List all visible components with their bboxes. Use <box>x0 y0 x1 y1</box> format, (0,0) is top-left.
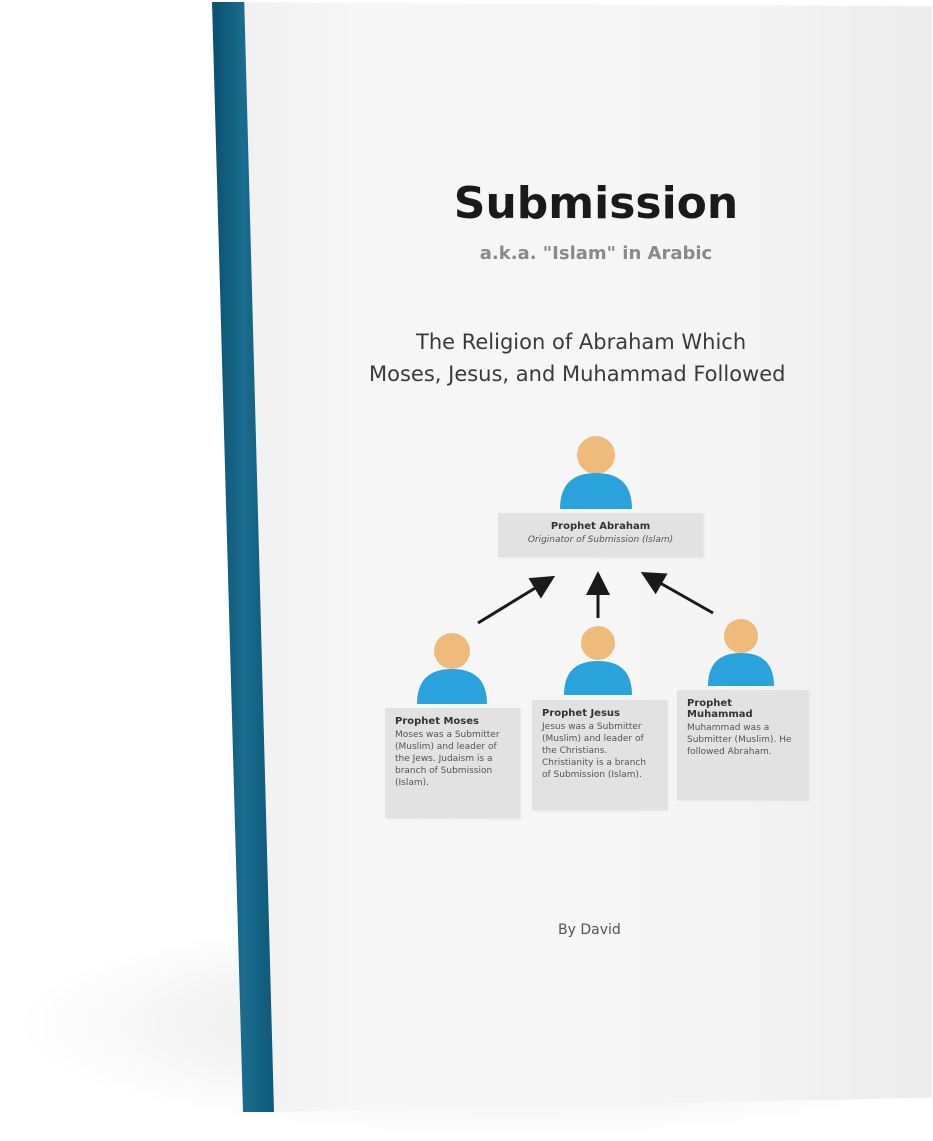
jesus-name: Prophet Jesus <box>542 708 620 719</box>
moses-name: Prophet Moses <box>395 716 479 727</box>
abraham-desc: Originator of Submission (Islam) <box>527 535 674 545</box>
book-subtitle: a.k.a. "Islam" in Arabic <box>479 243 713 264</box>
muhammad-name: Prophet Muhammad <box>687 698 753 720</box>
abraham-name: Prophet Abraham <box>550 521 651 532</box>
tagline-line-2: Moses, Jesus, and Muhammad Followed <box>369 362 786 386</box>
moses-desc: Moses was a Submitter (Muslim) and leade… <box>395 730 500 788</box>
person-icon <box>708 619 774 686</box>
person-icon <box>560 436 632 509</box>
author: By David <box>558 922 621 938</box>
muhammad-desc: Muhammad was a Submitter (Muslim). He fo… <box>687 723 792 757</box>
person-icon <box>564 626 632 695</box>
jesus-desc: Jesus was a Submitter (Muslim) and leade… <box>542 722 647 780</box>
muhammad-box: Prophet Muhammad Muhammad was a Submitte… <box>677 690 808 800</box>
person-icon <box>417 633 487 704</box>
jesus-box: Prophet Jesus Jesus was a Submitter (Mus… <box>532 700 667 810</box>
tagline-line-1: The Religion of Abraham Which <box>416 330 747 354</box>
book-cover <box>212 2 932 1112</box>
book-title: Submission <box>453 178 739 229</box>
arrow-icon <box>477 571 714 625</box>
abraham-box: Prophet Abraham Originator of Submission… <box>498 513 703 557</box>
moses-box: Prophet Moses Moses was a Submitter (Mus… <box>385 708 520 818</box>
